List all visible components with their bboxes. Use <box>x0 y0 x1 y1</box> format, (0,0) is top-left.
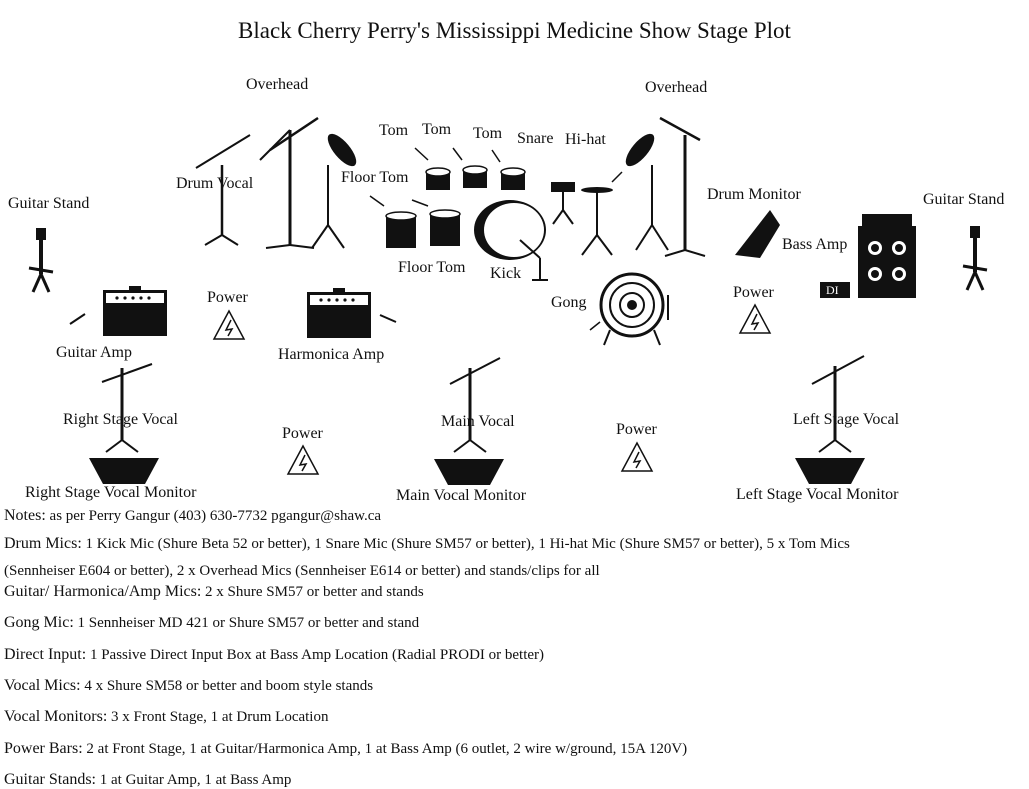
tom-label-2: Tom <box>422 121 452 138</box>
drum-monitor-wedge <box>735 210 780 258</box>
right-stage-vocal-monitor-wedge <box>89 458 159 484</box>
drum-mics-value: 1 Kick Mic (Shure Beta 52 or better), 1 … <box>81 536 850 552</box>
cymbal-left <box>311 133 357 249</box>
guitar-amp-icon <box>103 286 167 336</box>
page-title: Black Cherry Perry's Mississippi Medicin… <box>238 18 791 43</box>
guitar-amp-label: Guitar Amp <box>56 344 132 361</box>
overhead-stand-right <box>659 116 706 257</box>
right-stage-vocal-stand <box>101 363 153 453</box>
floor-tom-top-label: Floor Tom <box>341 169 409 186</box>
left-stage-vocal-stand <box>811 355 865 453</box>
drum-vocal-stand <box>195 134 251 246</box>
vocal-monitors-value: 3 x Front Stage, 1 at Drum Location <box>107 709 329 725</box>
left-stage-vocal-label: Left Stage Vocal <box>793 411 900 428</box>
power-icon-1 <box>213 310 245 340</box>
power-bars-row: Power Bars: 2 at Front Stage, 1 at Guita… <box>4 740 687 758</box>
guitar-stand-left-icon <box>27 226 55 294</box>
power-icon-3 <box>287 445 319 475</box>
main-vocal-monitor-label: Main Vocal Monitor <box>396 487 527 504</box>
stage-plot: Black Cherry Perry's Mississippi Medicin… <box>8 18 1005 504</box>
harmonica-amp-label: Harmonica Amp <box>278 346 385 363</box>
overhead-stand-left <box>259 116 319 249</box>
power-label-4: Power <box>616 421 657 438</box>
notes-row: Notes: as per Perry Gangur (403) 630-773… <box>4 507 381 525</box>
tom-drum-3 <box>500 167 526 191</box>
snare-drum <box>551 182 575 225</box>
gong-label: Gong <box>551 294 587 311</box>
drum-monitor-label: Drum Monitor <box>707 186 801 203</box>
power-label-2: Power <box>733 284 774 301</box>
tom-drum-1 <box>425 167 451 191</box>
kick-drum <box>474 200 548 281</box>
guitar-mics-row: Guitar/ Harmonica/Amp Mics: 2 x Shure SM… <box>4 583 424 601</box>
guitar-stand-left-label: Guitar Stand <box>8 195 90 212</box>
notes-label: Notes: <box>4 507 46 524</box>
stage-drawing <box>27 116 989 485</box>
vocal-mics-row: Vocal Mics: 4 x Shure SM58 or better and… <box>4 677 373 695</box>
power-icon-2 <box>739 304 771 334</box>
power-bars-value: 2 at Front Stage, 1 at Guitar/Harmonica … <box>82 741 688 757</box>
tom-label-1: Tom <box>379 122 409 139</box>
vocal-monitors-row: Vocal Monitors: 3 x Front Stage, 1 at Dr… <box>4 708 328 726</box>
floor-tom-bottom-label: Floor Tom <box>398 259 466 276</box>
cymbal-right <box>625 133 669 251</box>
overhead-right-label: Overhead <box>645 79 708 96</box>
guitar-mics-value: 2 x Shure SM57 or better and stands <box>201 584 424 600</box>
di-box <box>820 282 850 298</box>
overhead-left-label: Overhead <box>246 76 309 93</box>
guitar-stands-label: Guitar Stands: <box>4 771 96 788</box>
left-stage-vocal-monitor-label: Left Stage Vocal Monitor <box>736 486 899 503</box>
snare-label: Snare <box>517 130 554 147</box>
guitar-stand-right-label: Guitar Stand <box>923 191 1005 208</box>
direct-input-value: 1 Passive Direct Input Box at Bass Amp L… <box>86 647 545 663</box>
main-vocal-monitor-wedge <box>434 459 504 485</box>
gong-mic-row: Gong Mic: 1 Sennheiser MD 421 or Shure S… <box>4 614 419 632</box>
drum-mics-row: Drum Mics: 1 Kick Mic (Shure Beta 52 or … <box>4 535 850 553</box>
gong-mic-label: Gong Mic: <box>4 614 74 631</box>
gong-mic-value: 1 Sennheiser MD 421 or Shure SM57 or bet… <box>73 615 420 631</box>
harmonica-amp-icon <box>307 288 371 338</box>
power-icon-4 <box>621 442 653 472</box>
bass-amp-label: Bass Amp <box>782 236 848 253</box>
floor-tom-drums <box>369 195 461 248</box>
kick-label: Kick <box>490 265 522 282</box>
tom-label-3: Tom <box>473 125 503 142</box>
drum-vocal-label: Drum Vocal <box>176 175 254 192</box>
main-vocal-label: Main Vocal <box>441 413 515 430</box>
hihat <box>581 171 623 256</box>
direct-input-row: Direct Input: 1 Passive Direct Input Box… <box>4 646 544 664</box>
vocal-mics-label: Vocal Mics: <box>4 677 81 694</box>
tom-drum-2 <box>462 165 488 189</box>
gong <box>589 272 669 346</box>
di-label: DI <box>826 283 839 297</box>
left-stage-vocal-monitor-wedge <box>795 458 865 484</box>
notes-value: as per Perry Gangur (403) 630-7732 pgang… <box>45 508 382 524</box>
drum-mics-label: Drum Mics: <box>4 535 82 552</box>
direct-input-label: Direct Input: <box>4 646 87 663</box>
guitar-stands-row: Guitar Stands: 1 at Guitar Amp, 1 at Bas… <box>4 771 291 789</box>
power-label-3: Power <box>282 425 323 442</box>
hihat-label: Hi-hat <box>565 131 606 148</box>
vocal-monitors-label: Vocal Monitors: <box>4 708 108 725</box>
guitar-stand-right-icon <box>961 224 989 292</box>
power-label-1: Power <box>207 289 248 306</box>
power-bars-label: Power Bars: <box>4 740 83 757</box>
right-stage-vocal-label: Right Stage Vocal <box>63 411 178 428</box>
bass-amp-cabinet <box>858 214 916 298</box>
main-vocal-stand <box>449 357 501 453</box>
vocal-mics-value: 4 x Shure SM58 or better and boom style … <box>80 678 374 694</box>
drum-mics-continued: (Sennheiser E604 or better), 2 x Overhea… <box>4 563 600 579</box>
guitar-stands-value: 1 at Guitar Amp, 1 at Bass Amp <box>96 772 292 788</box>
guitar-mics-label: Guitar/ Harmonica/Amp Mics: <box>4 583 202 600</box>
right-stage-vocal-monitor-label: Right Stage Vocal Monitor <box>25 484 197 501</box>
